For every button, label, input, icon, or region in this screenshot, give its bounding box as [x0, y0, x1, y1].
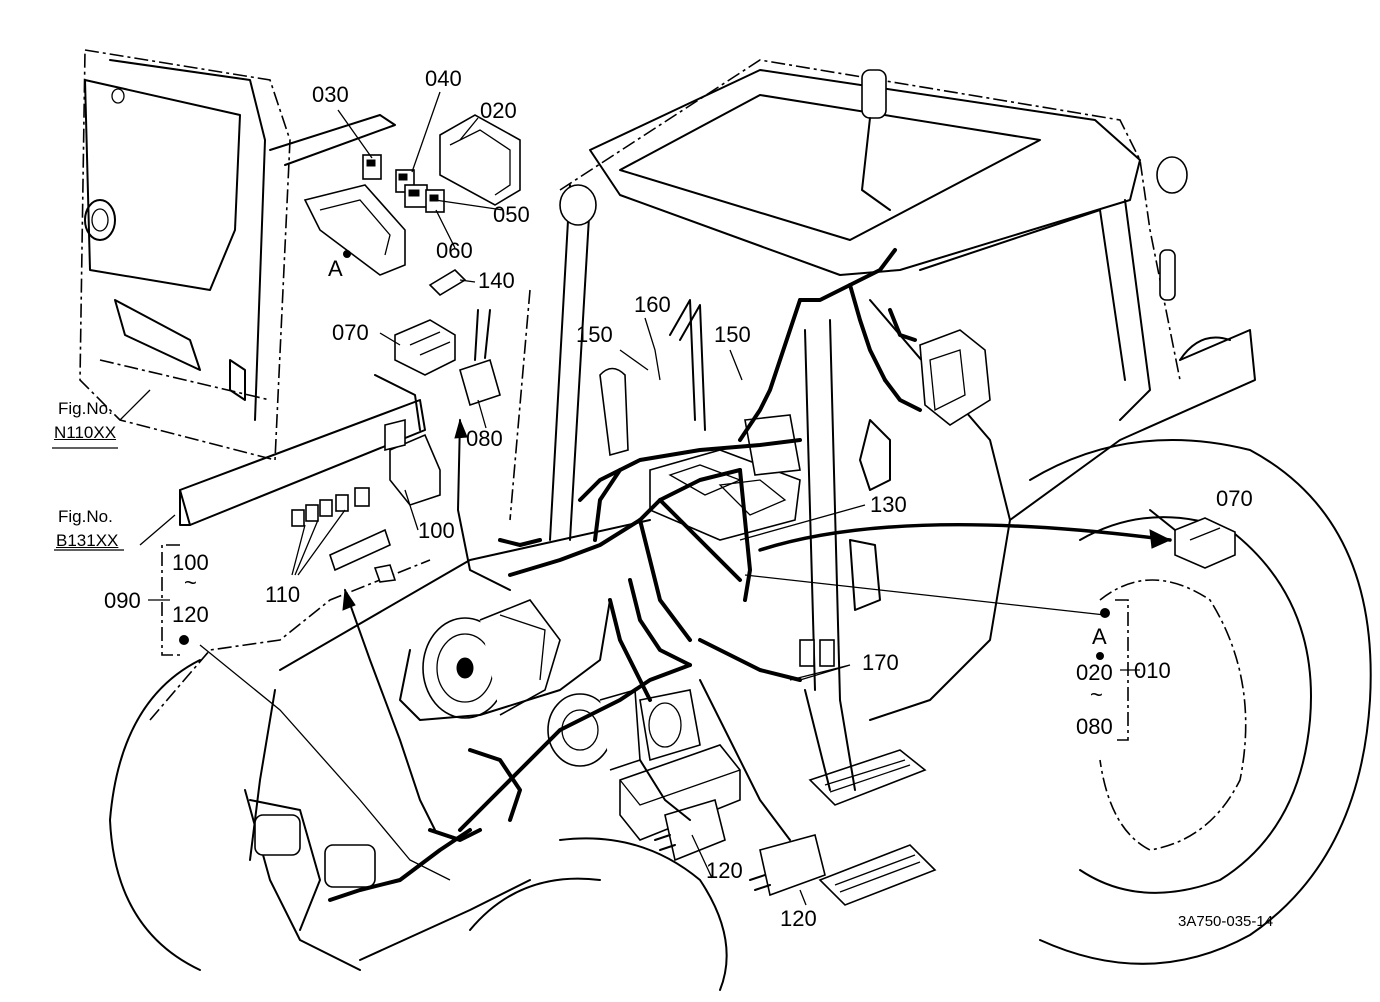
- callout-140: 140: [478, 268, 515, 293]
- callout-080: 080: [466, 426, 503, 451]
- cab-mirror: [559, 69, 1188, 301]
- relay-070-top: [394, 319, 456, 376]
- callout-020: 020: [480, 98, 517, 123]
- callout-120-left: 120: [706, 858, 743, 883]
- group-brackets: [161, 544, 1129, 741]
- callout-040: 040: [425, 66, 462, 91]
- callout-090: 090: [104, 588, 141, 613]
- cover-020: [439, 114, 521, 206]
- callout-070-right: 070: [1216, 486, 1253, 511]
- connector-170: [799, 639, 835, 667]
- callout-050: 050: [493, 202, 530, 227]
- fig-ref-2-prefix: Fig.No.: [58, 507, 113, 526]
- relay-070-right: [1149, 509, 1236, 569]
- connector-030: [362, 154, 382, 180]
- fuses-110: [291, 487, 370, 527]
- callout-100-range: 100: [172, 550, 209, 575]
- callout-020-range: 020: [1076, 660, 1113, 685]
- callout-150-left: 150: [576, 322, 613, 347]
- cab-control-box: [919, 329, 991, 426]
- callout-170: 170: [862, 650, 899, 675]
- callout-060: 060: [436, 238, 473, 263]
- callout-120-bottom: 120: [780, 906, 817, 931]
- connector-050: [404, 184, 428, 208]
- leader-lines: [119, 91, 1172, 906]
- battery-box: [619, 744, 741, 841]
- exhaust-pipe: [599, 367, 629, 457]
- starter-motor: [639, 689, 701, 762]
- fig-ref-2-code: B131XX: [56, 531, 119, 550]
- callout-010: 010: [1134, 658, 1171, 683]
- front-tyres: [109, 659, 728, 991]
- rear-tyre: [1029, 439, 1372, 965]
- relay-100: [384, 418, 441, 506]
- letter-a-right: A: [1092, 624, 1107, 649]
- figure-ref-leaders: [52, 447, 124, 551]
- cab-step: [804, 689, 937, 906]
- ac-compressor: [422, 599, 561, 719]
- callout-150-right: 150: [714, 322, 751, 347]
- fig-ref-1-prefix: Fig.No.: [58, 399, 113, 418]
- fenders: [849, 329, 1256, 611]
- callout-080-range: 080: [1076, 714, 1113, 739]
- front-hood: [149, 519, 651, 971]
- bulb-140: [428, 268, 467, 297]
- bracket-110: [329, 528, 397, 583]
- front-bracket-bar: [179, 374, 426, 526]
- connector-120-bottom: [749, 834, 826, 897]
- callout-030: 030: [312, 82, 349, 107]
- tilde-right: ~: [1090, 682, 1103, 707]
- relay-080: [459, 309, 501, 407]
- arrowheads: [342, 418, 1172, 611]
- connector-120-left: [654, 798, 726, 862]
- letter-a-left: A: [328, 256, 343, 281]
- wiring-harness: [328, 248, 922, 902]
- tilde-left: ~: [184, 570, 197, 595]
- callout-120-range: 120: [172, 602, 209, 627]
- reference-dots: [179, 250, 1110, 660]
- callout-110: 110: [265, 582, 301, 607]
- drawing-code: 3A750-035-14: [1178, 913, 1274, 930]
- callout-160: 160: [634, 292, 671, 317]
- fig-ref-1-code: N110XX: [54, 423, 117, 442]
- callout-100: 100: [418, 518, 455, 543]
- left-hood-panel: [79, 49, 396, 462]
- bracket-a: [303, 184, 406, 276]
- callout-130: 130: [870, 492, 907, 517]
- callout-070-top: 070: [332, 320, 369, 345]
